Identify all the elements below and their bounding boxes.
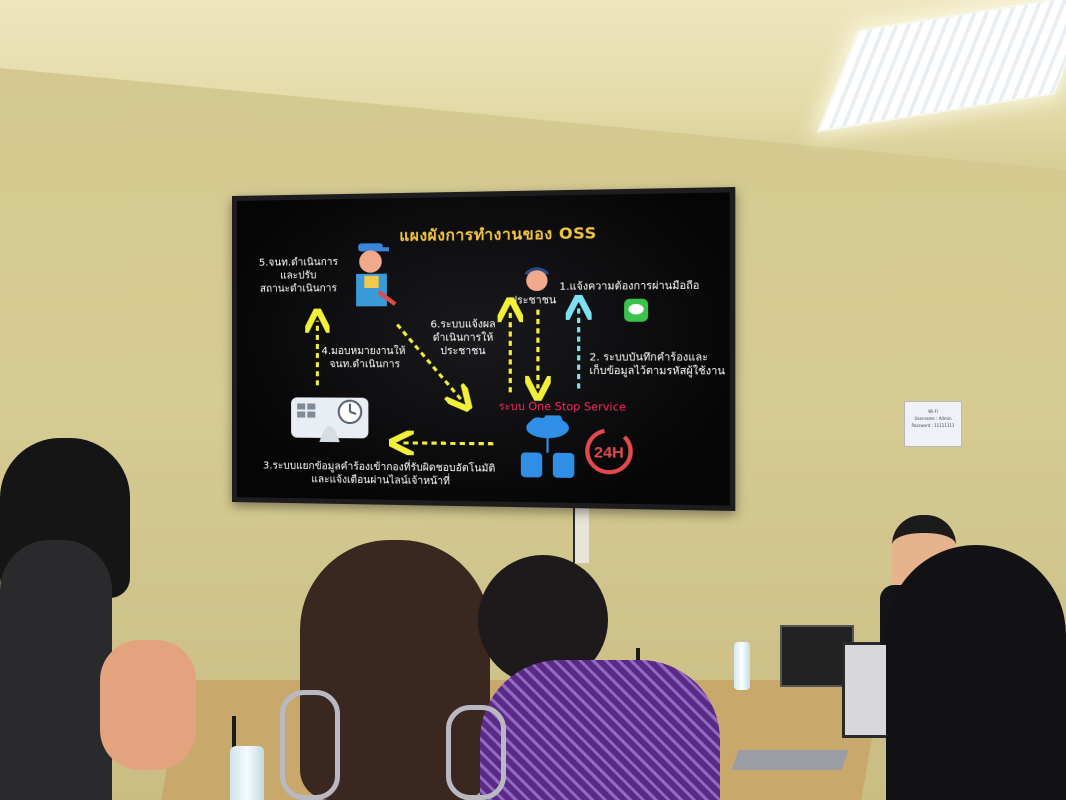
24h-icon: 24H bbox=[583, 426, 635, 477]
person-purple-shirt bbox=[480, 660, 720, 800]
notice-line-2: Username : Admin bbox=[914, 416, 952, 421]
arrow-step3-left bbox=[401, 443, 493, 444]
water-bottle-2 bbox=[230, 746, 264, 800]
step-3-text: 3.ระบบแยกข้อมูลคำร้องเข้ากองที่รับผิดชอบ… bbox=[263, 459, 495, 489]
tv-screen: แผงผังการทำงานของ OSS 5.จนท.ดำเนินการ แล… bbox=[232, 187, 735, 511]
microphone-2 bbox=[232, 716, 236, 756]
person-right-hair bbox=[886, 545, 1066, 800]
chair-1 bbox=[280, 690, 340, 800]
person-left-hand bbox=[100, 640, 196, 770]
water-bottle-1 bbox=[734, 642, 750, 690]
laptop-keyboard bbox=[731, 750, 849, 770]
flow-arrows bbox=[237, 192, 730, 505]
24h-label: 24H bbox=[594, 444, 624, 462]
notice-line-1: Wi-Fi bbox=[928, 409, 938, 414]
person-brown-hair bbox=[300, 540, 490, 800]
slide: แผงผังการทำงานของ OSS 5.จนท.ดำเนินการ แล… bbox=[237, 192, 730, 505]
cloud-database-icon bbox=[520, 415, 575, 478]
wall-cable-cover bbox=[573, 503, 589, 563]
office-clock-icon bbox=[291, 389, 369, 443]
chair-2 bbox=[446, 705, 506, 800]
notice-line-3: Password : 11111111 bbox=[911, 423, 955, 428]
person-left-front bbox=[0, 540, 112, 800]
arrow-step5-diagonal bbox=[397, 324, 462, 400]
worker-icon bbox=[356, 243, 399, 313]
wifi-notice-sign: Wi-Fi Username : Admin Password : 111111… bbox=[904, 401, 962, 447]
laptop-back bbox=[780, 625, 854, 687]
system-label: ระบบ One Stop Service bbox=[498, 400, 626, 414]
